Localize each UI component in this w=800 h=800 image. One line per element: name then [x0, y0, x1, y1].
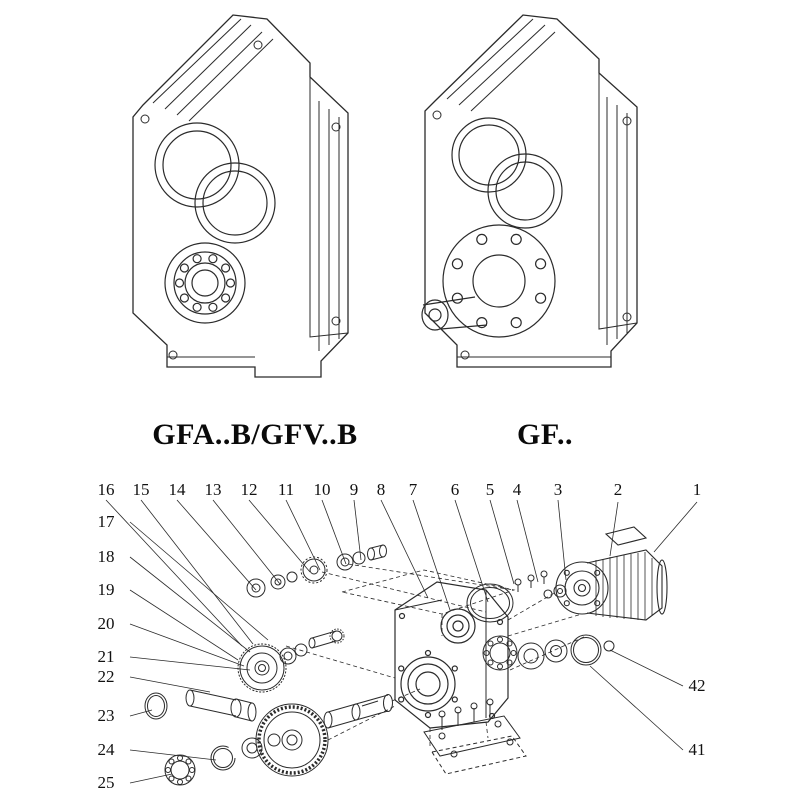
- seals-and-bearings: [466, 570, 615, 671]
- callout-24: 24: [97, 740, 115, 759]
- output-shaft-flange: [421, 224, 556, 338]
- housing-outline: [132, 14, 349, 378]
- callout-9: 9: [349, 480, 359, 499]
- intermediate-gear-set: [237, 628, 345, 693]
- callout-10: 10: [313, 480, 331, 499]
- side-rib-fins: [606, 97, 628, 345]
- top-rib-fins: [446, 18, 556, 112]
- callout-8: 8: [376, 480, 386, 499]
- motor-assembly: [543, 526, 668, 621]
- side-rib-fins: [318, 101, 340, 351]
- gearbox-line-drawing-gf: [421, 14, 638, 368]
- input-shaft-parts: [246, 544, 387, 598]
- callout-12: 12: [240, 480, 258, 499]
- housing-outline: [424, 14, 638, 368]
- input-bores: [154, 122, 276, 244]
- callout-16: 16: [97, 480, 115, 499]
- figure-label-gfab-gfvb: GFA..B/GFV..B: [152, 418, 358, 451]
- callout-1: 1: [692, 480, 702, 499]
- callout-18: 18: [97, 547, 115, 566]
- corner-screws: [432, 110, 632, 360]
- callout-19: 19: [97, 580, 115, 599]
- gearbox-line-drawing-gfab: [132, 14, 349, 378]
- callout-23: 23: [97, 706, 115, 725]
- construction-lines: [285, 563, 587, 748]
- callout-22: 22: [97, 667, 115, 686]
- mounting-flange-plates: [423, 698, 527, 775]
- callout-3: 3: [553, 480, 563, 499]
- callout-15: 15: [132, 480, 150, 499]
- output-bearing: [164, 242, 246, 324]
- callout-4: 4: [512, 480, 522, 499]
- leader-lines: [105, 499, 698, 784]
- callout-13: 13: [204, 480, 222, 499]
- callout-14: 14: [168, 480, 186, 499]
- output-shaft-parts: [144, 689, 393, 777]
- exploded-parts-diagram: [105, 499, 698, 786]
- input-bores: [451, 117, 563, 229]
- callout-25: 25: [97, 773, 115, 792]
- gear-housing: [394, 581, 509, 729]
- callout-5: 5: [485, 480, 495, 499]
- callout-7: 7: [408, 480, 418, 499]
- callout-20: 20: [97, 614, 115, 633]
- output-bearings: [164, 733, 281, 786]
- callout-21: 21: [97, 647, 115, 666]
- callout-6: 6: [450, 480, 460, 499]
- top-rib-fins: [152, 18, 274, 122]
- callout-17: 17: [97, 512, 115, 531]
- callout-42: 42: [688, 676, 706, 695]
- corner-screws: [140, 40, 341, 360]
- callout-41: 41: [688, 740, 706, 759]
- callout-2: 2: [613, 480, 623, 499]
- figure-label-gf: GF..: [517, 418, 573, 451]
- callout-11: 11: [277, 480, 295, 499]
